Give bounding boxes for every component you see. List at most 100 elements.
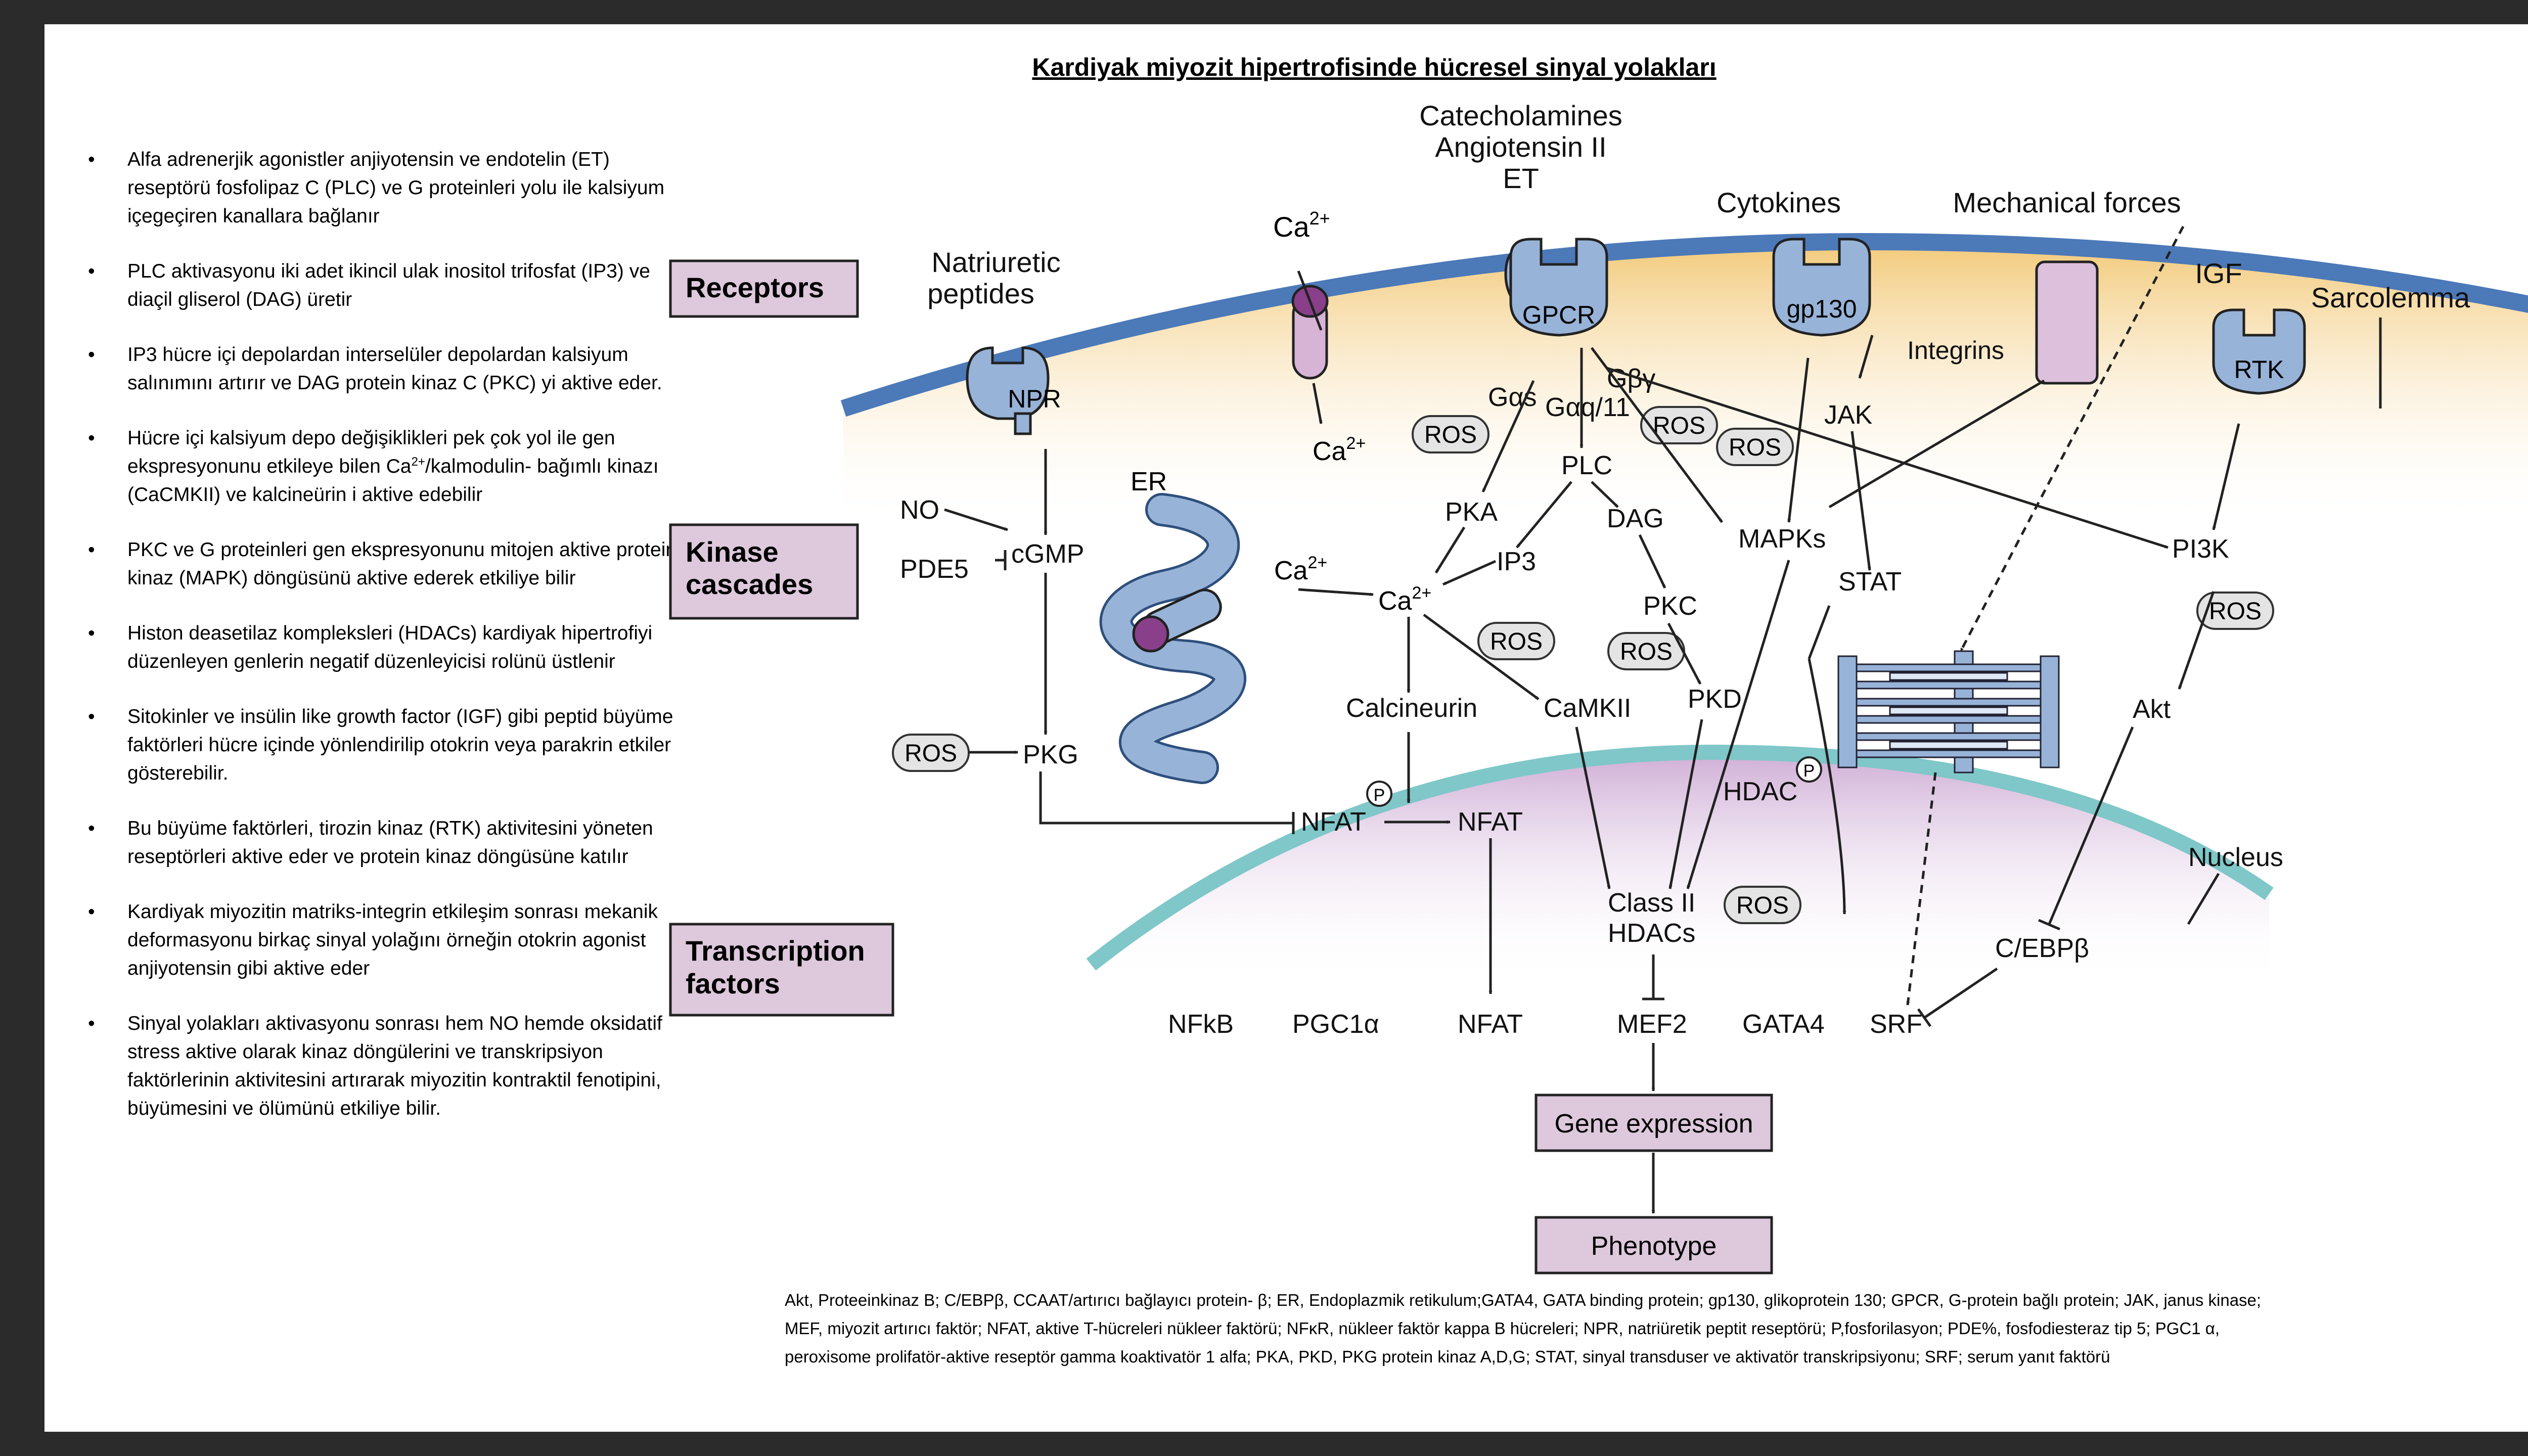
bullet-text: /kalmodulin- bağımlı kinazı (CaCMKII) ve… bbox=[127, 456, 659, 506]
cytokines-label: Cytokines bbox=[1717, 187, 1841, 218]
gaq-label: Gαq/11 bbox=[1545, 393, 1630, 422]
ca-top-label: Ca2+ bbox=[1273, 208, 1330, 243]
pkg-label: PKG bbox=[1023, 740, 1078, 769]
pde5-label: PDE5 bbox=[900, 555, 969, 584]
angiotensin-label: Angiotensin II bbox=[1435, 131, 1606, 163]
pgc1a-label: PGC1α bbox=[1292, 1010, 1379, 1039]
pathway-arrows bbox=[944, 335, 2240, 1214]
rtk-receptor-icon bbox=[2212, 308, 2306, 395]
receptors-box bbox=[669, 259, 859, 318]
ca-superscript: 2+ bbox=[1346, 434, 1366, 453]
bullet-item: PLC aktivasyonu iki adet ikincil ulak in… bbox=[73, 257, 680, 314]
natriuretic-label: Natriuretic bbox=[931, 246, 1060, 278]
receptors-label: Receptors bbox=[686, 271, 824, 303]
rtk-label: RTK bbox=[2234, 355, 2284, 384]
nucleus-pointer bbox=[2187, 873, 2220, 925]
gpcr-label: GPCR bbox=[1522, 301, 1595, 329]
phospho-icon: P bbox=[1366, 781, 1392, 807]
phenotype-box bbox=[1534, 1216, 1773, 1275]
ros-badge: ROS bbox=[1477, 622, 1555, 660]
mapks-label: MAPKs bbox=[1738, 524, 1826, 554]
peptides-label: peptides bbox=[927, 278, 1034, 309]
signaling-diagram: Receptors Kinase cascades Transcription … bbox=[669, 100, 2528, 1275]
ca-text: Ca bbox=[1273, 211, 1310, 243]
superscript: 2+ bbox=[411, 455, 425, 469]
no-label: NO bbox=[900, 495, 939, 525]
akt-label: Akt bbox=[2133, 695, 2171, 724]
ros-badge: ROS bbox=[2196, 592, 2274, 630]
camkii-label: CaMKII bbox=[1544, 694, 1631, 723]
bullet-item: Sitokinler ve insülin like growth factor… bbox=[73, 703, 680, 788]
igf-label: IGF bbox=[2195, 257, 2242, 289]
phenotype-label: Phenotype bbox=[1591, 1232, 1717, 1261]
hdac-label: HDAC bbox=[1723, 777, 1797, 806]
nucleus-label: Nucleus bbox=[2188, 843, 2283, 872]
gpcr-receptor-icon bbox=[1504, 238, 1608, 337]
bullet-item: Histon deasetilaz kompleksleri (HDACs) k… bbox=[73, 619, 680, 676]
bullet-item: IP3 hücre içi depolardan interselüler de… bbox=[73, 341, 680, 397]
abbreviations-footnote: Akt, Proteeinkinaz B; C/EBPβ, CCAAT/artı… bbox=[785, 1286, 2504, 1371]
ca-text: Ca bbox=[1378, 586, 1412, 616]
bullet-item: Kardiyak miyozitin matriks-integrin etki… bbox=[73, 898, 680, 983]
ros-badge: ROS bbox=[892, 734, 970, 772]
ros-label: ROS bbox=[1424, 422, 1477, 448]
stat-label: STAT bbox=[1838, 567, 1902, 597]
plc-label: PLC bbox=[1561, 451, 1612, 480]
ros-label: ROS bbox=[905, 740, 957, 767]
bullet-text: Hücre içi kalsiyum depo değişiklikleri p… bbox=[127, 427, 615, 477]
ros-label: ROS bbox=[1729, 434, 1781, 461]
cebp-label: C/EBPβ bbox=[1995, 934, 2089, 963]
dag-label: DAG bbox=[1607, 504, 1664, 533]
nfat-active-label: NFAT bbox=[1458, 807, 1523, 837]
abbreviation-line: peroxisome prolifatör-aktive reseptör ga… bbox=[785, 1347, 2110, 1366]
ca-er-label: Ca2+ bbox=[1274, 553, 1327, 585]
kinase-label-1: Kinase bbox=[686, 536, 779, 568]
er-label: ER bbox=[1131, 467, 1167, 496]
gata4-label: GATA4 bbox=[1742, 1010, 1825, 1039]
nfkb-label: NFkB bbox=[1168, 1010, 1234, 1039]
ros-label: ROS bbox=[1620, 639, 1673, 665]
bullet-item: Bu büyüme faktörleri, tirozin kinaz (RTK… bbox=[73, 814, 680, 871]
ca-superscript: 2+ bbox=[1307, 553, 1327, 572]
gp130-label: gp130 bbox=[1786, 295, 1857, 323]
catecholamines-label: Catecholamines bbox=[1419, 100, 1622, 131]
calcium-channel-icon bbox=[1291, 270, 1329, 380]
mechanical-forces-label: Mechanical forces bbox=[1953, 187, 2181, 218]
ip3-label: IP3 bbox=[1497, 547, 1536, 576]
pkd-label: PKD bbox=[1688, 685, 1742, 714]
tf-label-2: factors bbox=[686, 968, 780, 999]
et-label: ET bbox=[1503, 162, 1539, 194]
kinase-label-2: cascades bbox=[686, 568, 813, 600]
gene-expression-label: Gene expression bbox=[1554, 1109, 1753, 1139]
bullet-list: Alfa adrenerjik agonistler anjiyotensin … bbox=[73, 146, 680, 1150]
kinase-box bbox=[669, 523, 859, 620]
integrins-label: Integrins bbox=[1907, 336, 2004, 365]
calcineurin-label: Calcineurin bbox=[1346, 694, 1477, 723]
ca-cytosol-label: Ca2+ bbox=[1378, 583, 1431, 616]
nucleus-membrane bbox=[1086, 744, 2274, 971]
gas-label: Gαs bbox=[1488, 383, 1537, 412]
npr-receptor-icon bbox=[966, 346, 1050, 435]
ca-text: Ca bbox=[1313, 437, 1346, 466]
ros-badge: ROS bbox=[1716, 428, 1794, 466]
ros-badge: ROS bbox=[1412, 415, 1489, 453]
mechanical-dashed-arrows bbox=[1906, 225, 2185, 1006]
nfat-nucleus-label: NFAT bbox=[1458, 1010, 1523, 1039]
ca-text: Ca bbox=[1274, 556, 1308, 585]
er-coil-inner bbox=[1102, 495, 1244, 782]
integrin-icon bbox=[2035, 260, 2099, 385]
cgmp-label: cGMP bbox=[1011, 539, 1084, 569]
phospho-label: P bbox=[1803, 761, 1815, 781]
abbreviation-line: Akt, Proteeinkinaz B; C/EBPβ, CCAAT/artı… bbox=[785, 1291, 2262, 1309]
bullet-item: Hücre içi kalsiyum depo değişiklikleri p… bbox=[73, 424, 680, 509]
gene-expression-box bbox=[1534, 1094, 1773, 1152]
pi3k-label: PI3K bbox=[2172, 534, 2229, 564]
phospho-icon: P bbox=[1796, 756, 1822, 783]
bullet-item: Sinyal yolakları aktivasyonu sonrası hem… bbox=[73, 1010, 680, 1123]
ros-badge: ROS bbox=[1640, 406, 1718, 444]
cytoplasm bbox=[843, 242, 2528, 530]
pka-label: PKA bbox=[1445, 497, 1498, 527]
er-channel-icon bbox=[1132, 588, 1222, 653]
sarcolemma-label: Sarcolemma bbox=[2311, 282, 2470, 313]
bullet-item: Alfa adrenerjik agonistler anjiyotensin … bbox=[73, 146, 680, 231]
